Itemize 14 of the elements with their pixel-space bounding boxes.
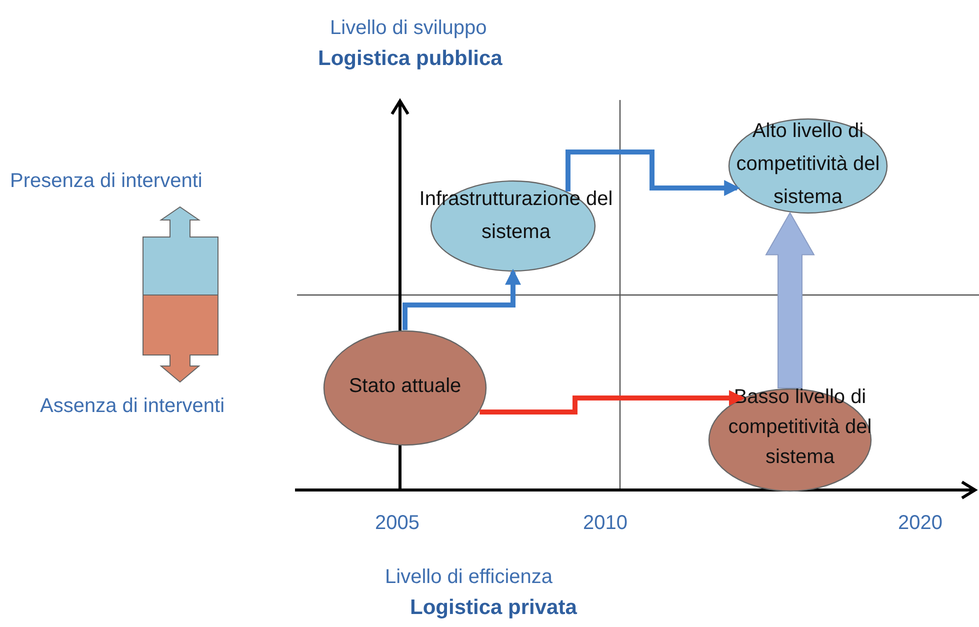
axis-title: Livello di sviluppo [330,17,487,40]
step-arrow [480,390,745,414]
axis-title: Logistica privata [410,596,577,620]
tick-label: 2005 [375,512,420,535]
node-label: Stato attuale [348,374,462,399]
tick-label: 2010 [583,512,628,535]
axis-title: Livello di efficienza [385,566,553,589]
block-arrow [765,212,815,388]
step-arrow [566,150,740,196]
scale-label: Assenza di interventi [40,395,225,418]
axis-title: Logistica pubblica [318,47,502,71]
scale-label: Presenza di interventi [10,170,202,193]
tick-label: 2020 [898,512,942,535]
step-arrow [402,268,521,330]
